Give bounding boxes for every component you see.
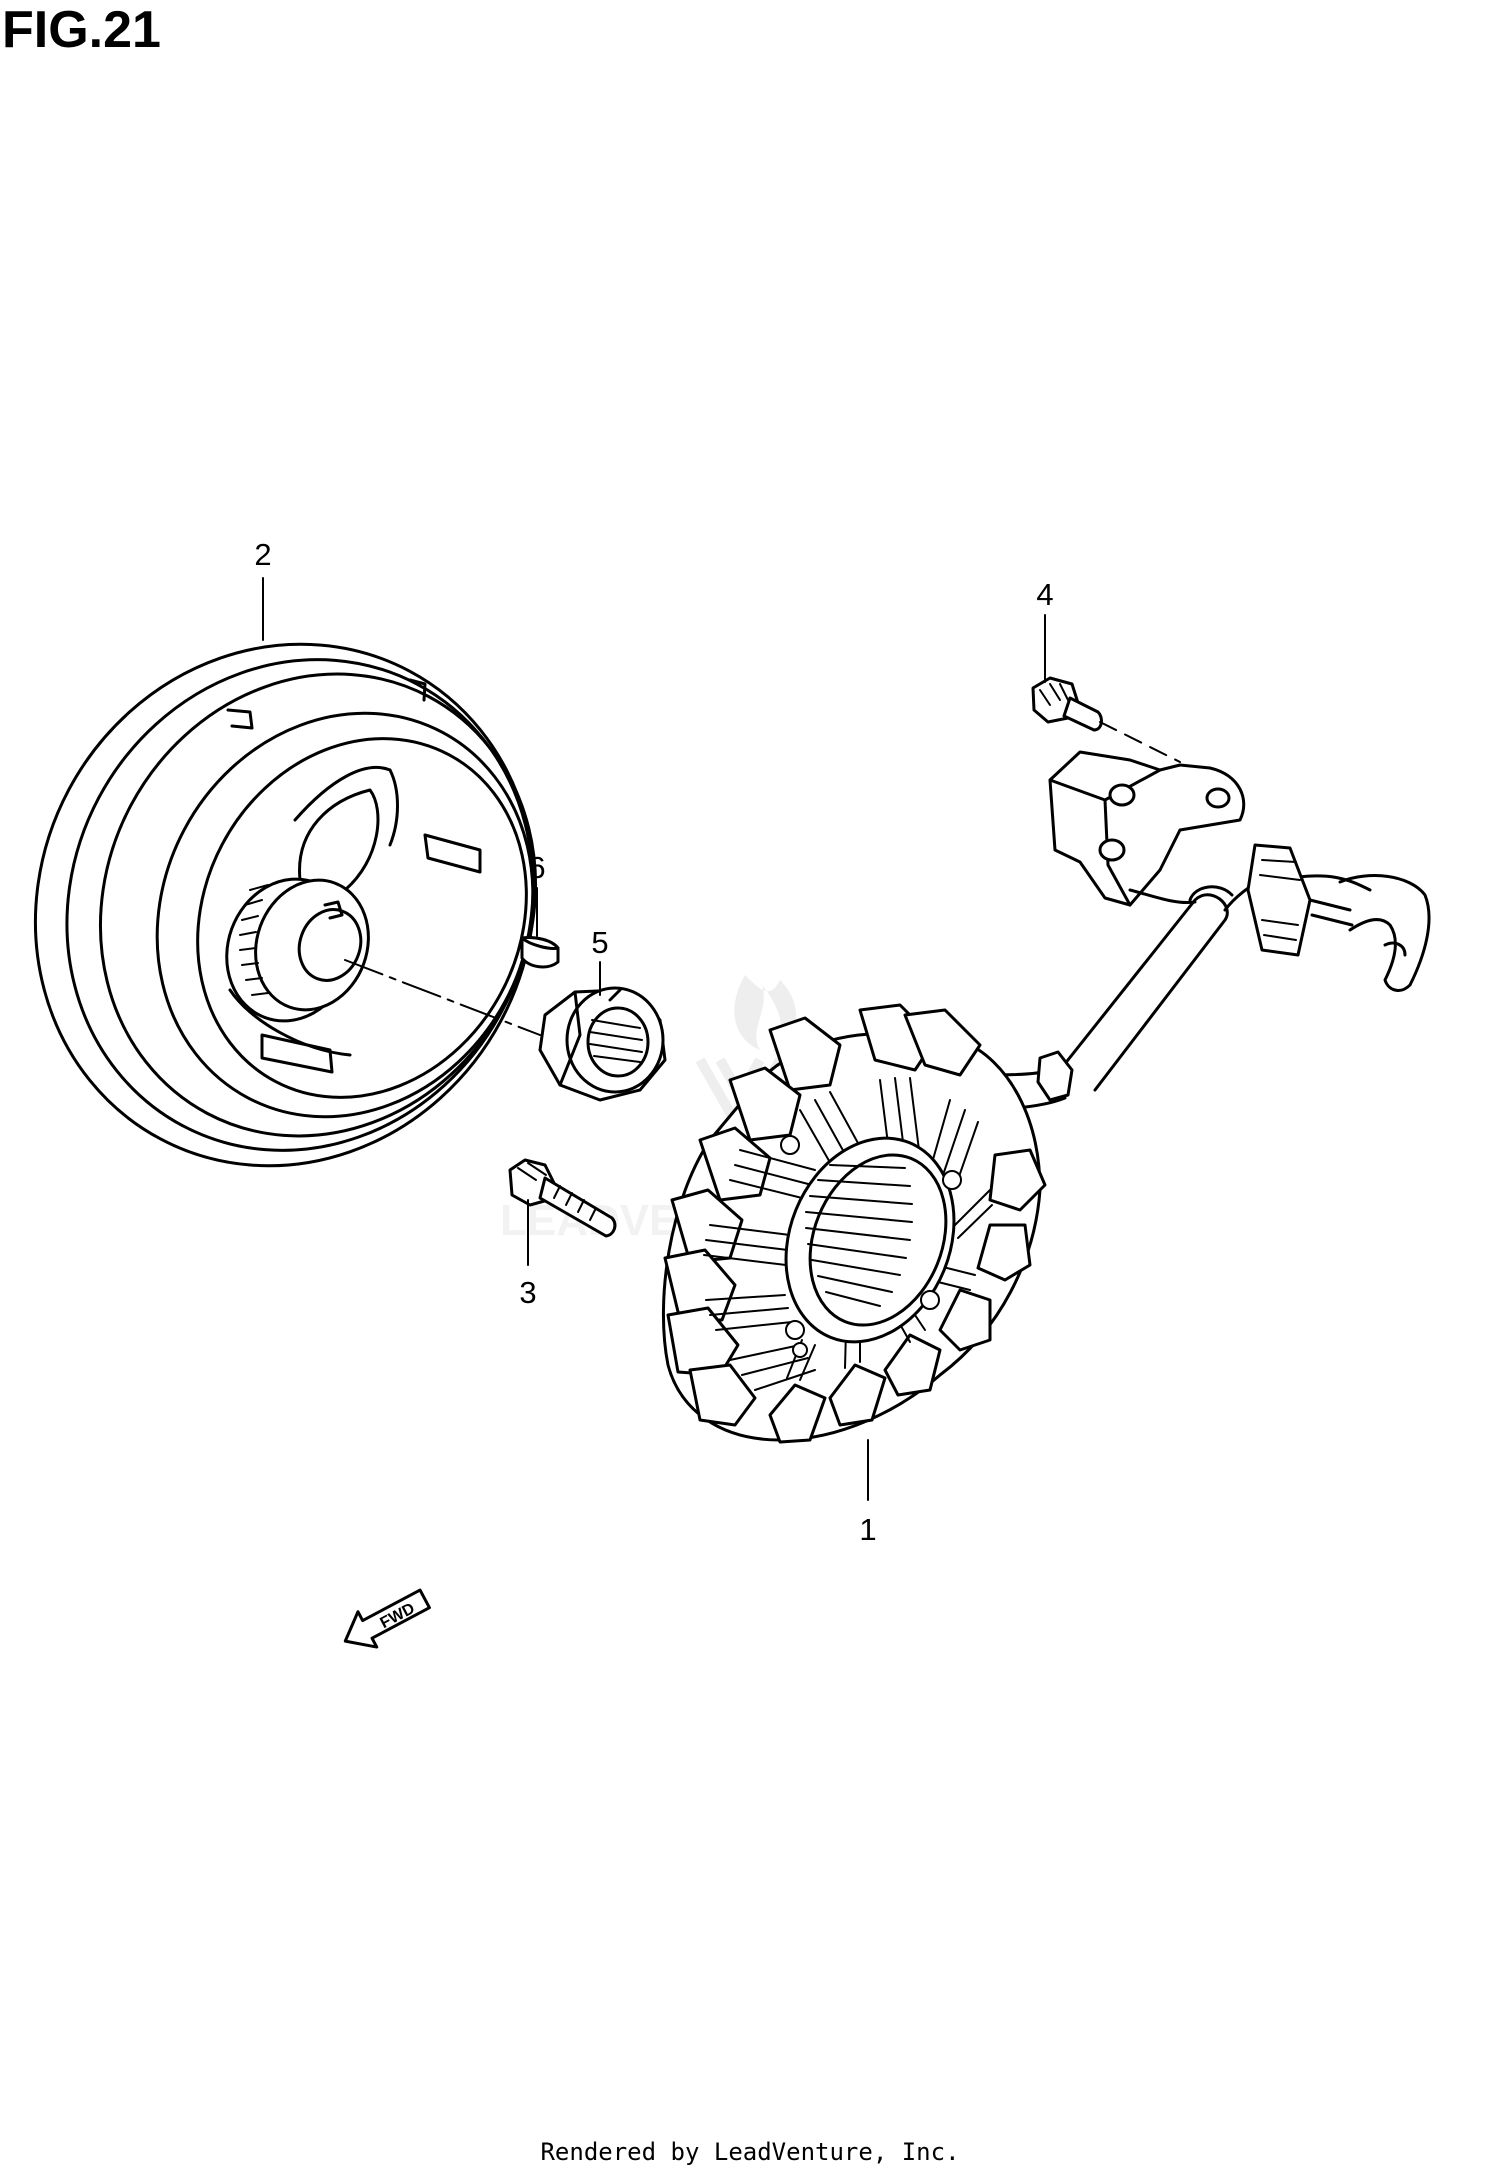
fwd-arrow-icon: FWD: [343, 1588, 431, 1649]
callout-2: 2: [254, 537, 271, 572]
figure-title: FIG.21: [2, 1, 161, 59]
callout-leaders: [262, 577, 1046, 1501]
callout-3: 3: [519, 1275, 536, 1310]
callout-1: 1: [859, 1512, 876, 1547]
callout-6: 6: [528, 850, 545, 885]
callout-4: 4: [1036, 577, 1053, 612]
callout-5: 5: [591, 925, 608, 960]
part-2-rotor: [33, 642, 541, 1168]
part-4-screw: [1031, 676, 1181, 763]
part-1-stator: [661, 750, 1431, 1444]
part-6-key: [520, 936, 560, 969]
part-5-nut: [538, 986, 667, 1102]
footer-credit: Rendered by LeadVenture, Inc.: [540, 2138, 960, 2166]
part-3-bolt: [508, 1158, 617, 1238]
